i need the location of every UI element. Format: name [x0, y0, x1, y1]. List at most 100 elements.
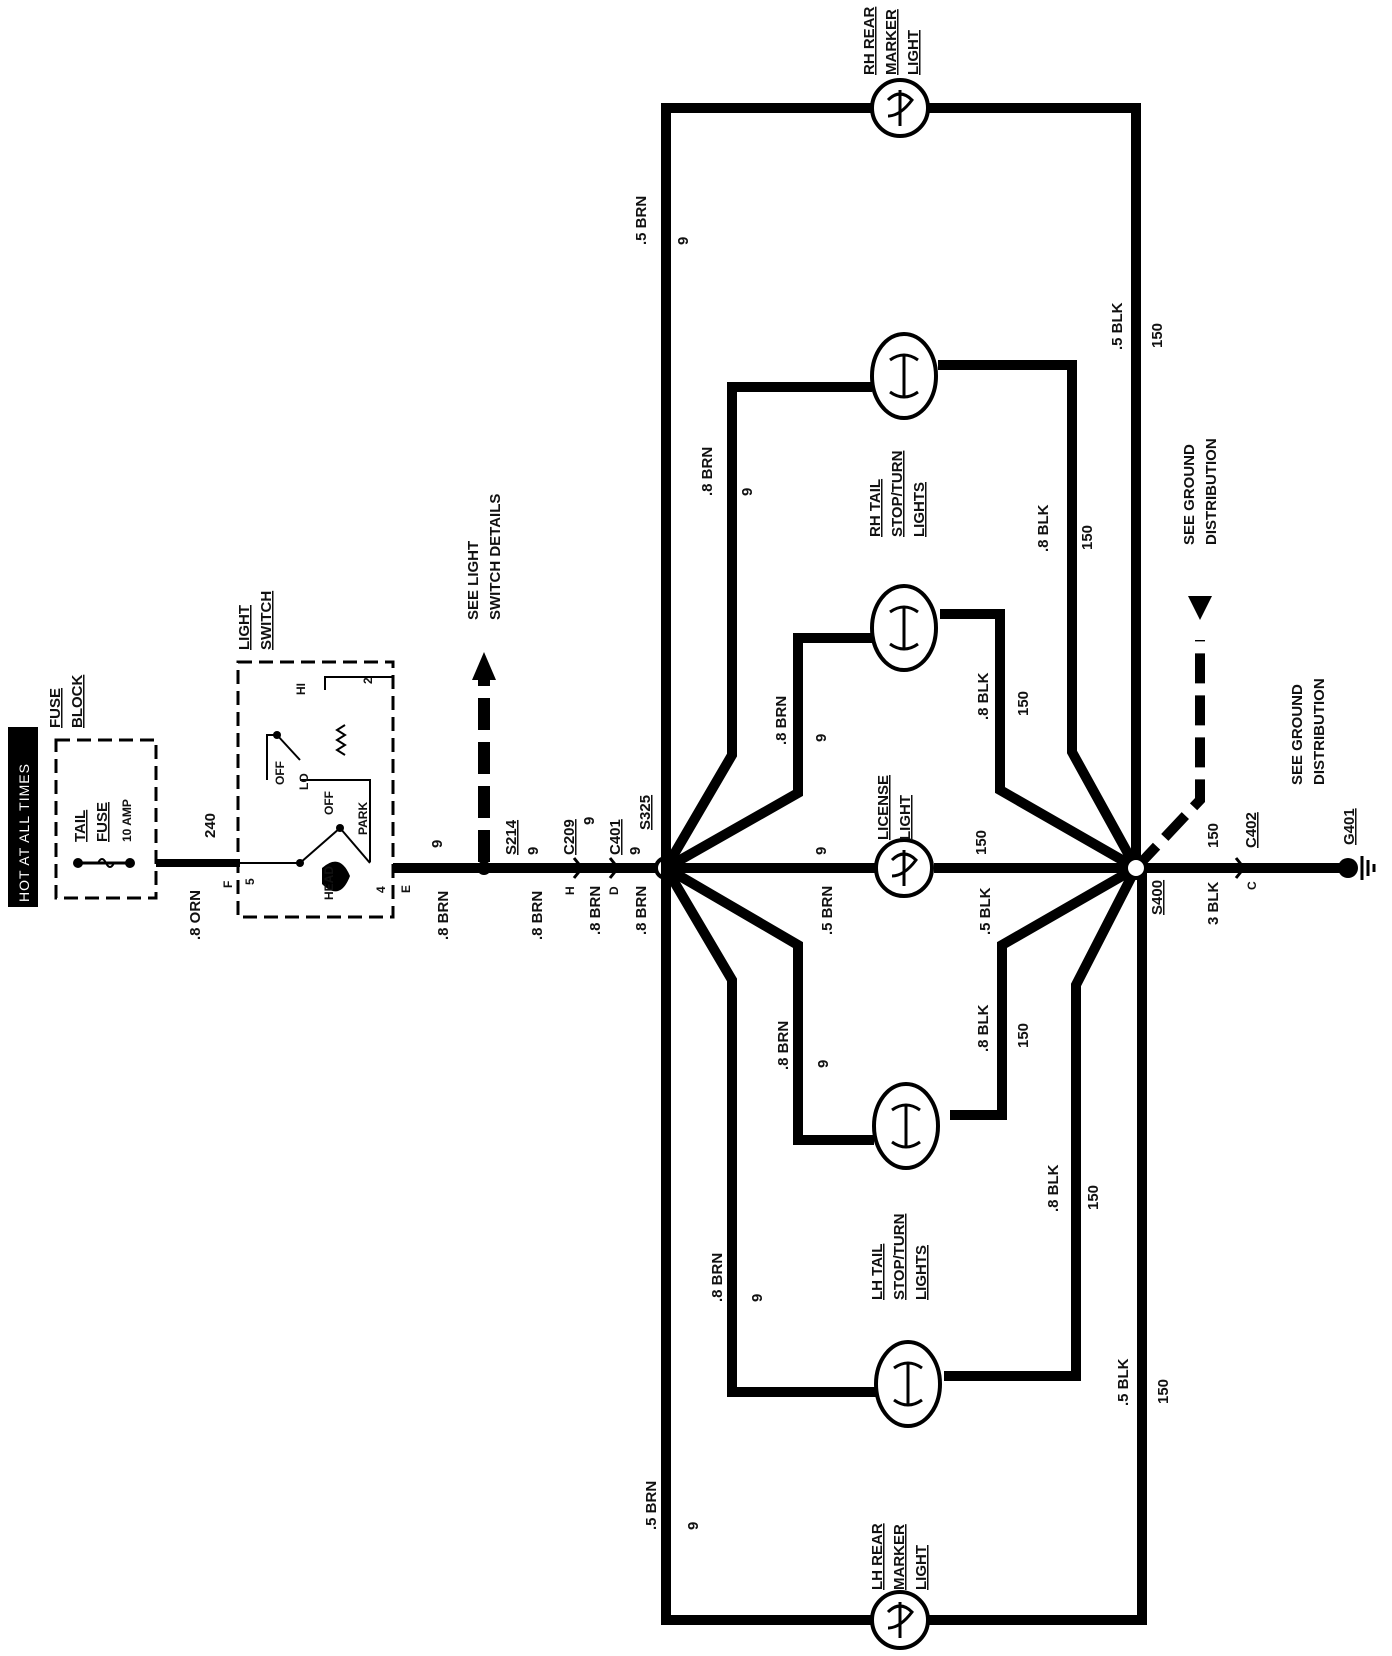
wire-9-lh-tail-2 — [663, 863, 874, 1145]
bulb-icon — [890, 850, 918, 886]
switch-pin-f: F — [221, 881, 235, 888]
wire-label-lh1-blk: .8 BLK — [1045, 1164, 1062, 1212]
hot-at-all-times-banner: HOT AT ALL TIMES — [8, 727, 38, 907]
wire-9-rh-marker — [661, 103, 872, 868]
wire-to-ground-distribution — [1132, 640, 1205, 872]
wire-label-lh1-9: 9 — [749, 1294, 766, 1302]
wire-label-rh2-brn: .8 BRN — [773, 696, 790, 745]
lh-tail-label-3: LIGHTS — [913, 1245, 930, 1300]
switch-off-top: OFF — [273, 761, 287, 785]
wire-label-lic-blk: .5 BLK — [977, 887, 994, 935]
arrow-up-icon — [472, 652, 496, 680]
wire-9-color-a: .8 BRN — [435, 891, 452, 940]
ground-wire-circuit: 150 — [1205, 823, 1222, 848]
splice-s214-label: S214 — [503, 819, 520, 855]
dual-bulb-icon — [889, 353, 919, 399]
switch-park: PARK — [356, 802, 370, 835]
bulb-icon — [886, 1602, 914, 1638]
switch-head: HEAD — [322, 866, 336, 900]
light-switch-title-2: SWITCH — [258, 591, 275, 650]
switch-arc-icon — [322, 861, 350, 892]
rh-rear-marker-label-1: RH REAR — [861, 6, 878, 75]
wire-label-rh1-9: 9 — [739, 488, 756, 496]
dual-bulb-icon — [893, 1361, 923, 1407]
wire-150-rh-marker — [928, 103, 1141, 868]
fuse-block-title-2: BLOCK — [69, 675, 86, 728]
license-label-1: LICENSE — [875, 775, 892, 840]
wire-150-rh-tail-2 — [940, 609, 1139, 873]
license-lamp — [874, 838, 934, 898]
see-ground-2b: DISTRIBUTION — [1311, 678, 1328, 785]
lh-rear-marker-label-1: LH REAR — [869, 1523, 886, 1590]
wire-label-lic-150: 150 — [973, 830, 990, 855]
wire-label-lic-9: 9 — [813, 847, 830, 855]
wire-9-rh-tail-2 — [663, 633, 872, 873]
ground-g401-label: G401 — [1341, 808, 1358, 845]
see-light-switch-2: SWITCH DETAILS — [487, 494, 504, 620]
wire-9-rh-tail-1 — [661, 382, 872, 871]
dual-bulb-icon — [891, 1103, 921, 1149]
lh-rear-marker-label-3: LIGHT — [913, 1545, 930, 1590]
fuse-block: FUSE BLOCK TAIL FUSE 10 AMP — [47, 675, 158, 900]
connector-c209-label: C209 — [561, 819, 578, 855]
rh-rear-marker-lamp — [870, 78, 930, 138]
light-switch: LIGHT SWITCH OFF LO HI OFF HEAD PARK 5 4… — [221, 591, 413, 919]
ground-wire-color: 3 BLK — [1205, 881, 1222, 925]
wire-240-color: .8 ORN — [187, 890, 204, 940]
switch-off: OFF — [322, 791, 336, 815]
lh-tail-lamp-2 — [872, 1082, 940, 1170]
wire-9-circuit-c: 9 — [581, 817, 598, 825]
connector-c402-label: C402 — [1243, 812, 1260, 848]
rh-tail-label-3: LIGHTS — [911, 482, 928, 537]
wire-label-bot-150: 150 — [1155, 1379, 1172, 1404]
connector-c401-label: C401 — [607, 819, 624, 855]
tail-fuse-label-1: TAIL — [72, 810, 89, 842]
wire-label-rh2-9: 9 — [813, 734, 830, 742]
fuse-rating: 10 AMP — [120, 799, 134, 842]
lh-tail-label-2: STOP/TURN — [891, 1214, 908, 1300]
tail-fuse-label-2: FUSE — [94, 802, 111, 842]
rh-tail-lamp-2 — [870, 584, 938, 672]
switch-pin-2: 2 — [361, 677, 375, 684]
switch-pin-4: 4 — [374, 886, 388, 893]
wire-label-rh2-150: 150 — [1015, 691, 1032, 716]
wire-label-lh2-150: 150 — [1015, 1023, 1032, 1048]
lh-rear-marker-label-2: MARKER — [891, 1524, 908, 1590]
wire-9-circuit-d: 9 — [627, 847, 644, 855]
rh-rear-marker-label-3: LIGHT — [905, 30, 922, 75]
wire-label-top-brn: .5 BRN — [633, 196, 650, 245]
rh-rear-marker-label-2: MARKER — [883, 9, 900, 75]
wire-9-lh-marker — [661, 868, 872, 1625]
switch-pin-e: E — [399, 885, 413, 893]
wire-label-rh1-blk: .8 BLK — [1035, 504, 1052, 552]
wire-9-lh-tail-1 — [661, 865, 876, 1397]
license-label-2: LIGHT — [897, 795, 914, 840]
wire-label-rh1-brn: .8 BRN — [699, 447, 716, 496]
wire-label-bot-brn: .5 BRN — [643, 1481, 660, 1530]
switch-pin-5: 5 — [243, 878, 257, 885]
splice-s214 — [477, 861, 491, 875]
lh-tail-label-1: LH TAIL — [869, 1244, 886, 1300]
arrow-down-icon — [1188, 596, 1212, 620]
wire-label-rh2-blk: .8 BLK — [975, 672, 992, 720]
lh-rear-marker-lamp — [870, 1590, 930, 1650]
wire-9-color-c: .8 BRN — [587, 886, 604, 935]
ground-g401 — [1338, 858, 1358, 878]
wire-150-rh-tail-1 — [938, 360, 1141, 871]
wire-9-color-d: .8 BRN — [633, 886, 650, 935]
splice-s400 — [1124, 856, 1148, 880]
rh-tail-label-2: STOP/TURN — [889, 451, 906, 537]
connector-c401-pin: D — [607, 886, 621, 895]
see-ground-2a: SEE GROUND — [1289, 684, 1306, 785]
wire-label-bot-9: 9 — [685, 1522, 702, 1530]
see-light-switch-1: SEE LIGHT — [465, 541, 482, 620]
rh-tail-lamp-1 — [870, 332, 938, 420]
connector-c209-icon — [572, 857, 584, 879]
fuse-icon — [97, 858, 115, 868]
see-ground-1a: SEE GROUND — [1181, 444, 1198, 545]
banner-text: HOT AT ALL TIMES — [16, 763, 32, 902]
wire-label-top-150: 150 — [1149, 323, 1166, 348]
wire-150-lh-tail-2 — [950, 863, 1139, 1120]
wire-9-color-b: .8 BRN — [529, 891, 546, 940]
